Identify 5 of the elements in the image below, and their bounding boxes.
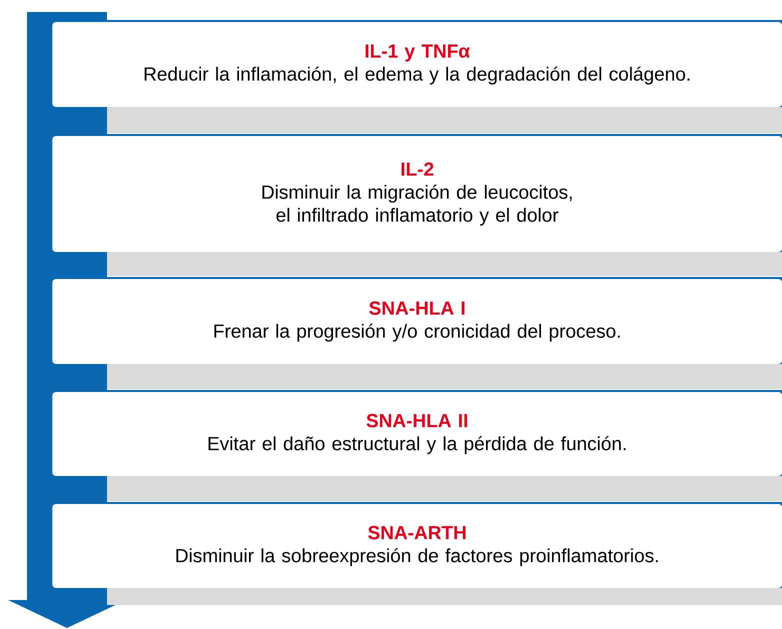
text-box: SNA-HLA II Evitar el daño estructural y la pérdida de función. (52, 390, 782, 501)
text-box: SNA-ARTH Disminuir la sobreexpresión de factores proinflamatorios. (52, 502, 782, 605)
text-box: IL-2 Disminuir la migración de leucocitos, el infiltrado inflamatorio y el dolor (52, 134, 782, 276)
text-box: SNA-HLA I Frenar la progresión y/o cronicidad del proceso. (52, 277, 782, 389)
text-box: IL-1 y TNFα Reducir la inflamación, el edema y la degradación del colágeno. (52, 20, 782, 133)
